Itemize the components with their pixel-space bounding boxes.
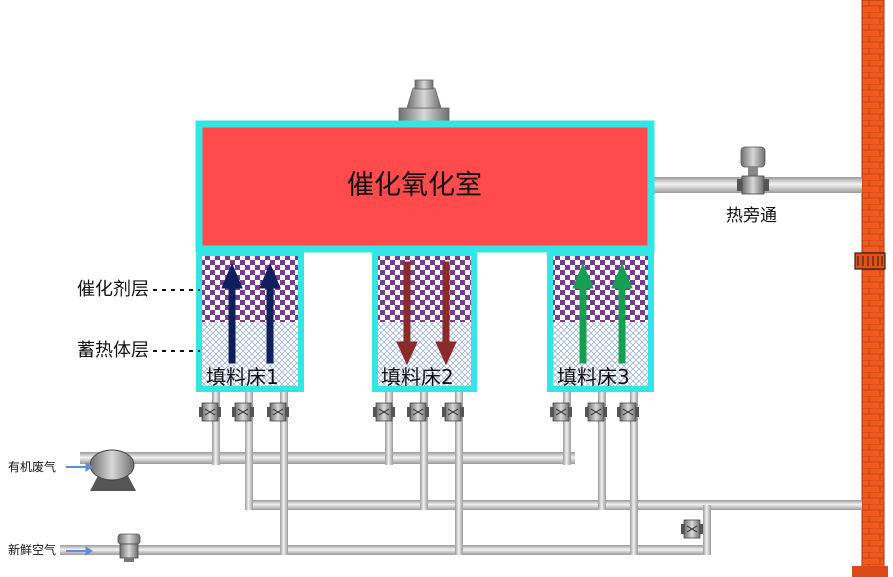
fresh-air-label: 新鲜空气 (8, 543, 57, 557)
bed-3-label: 填料床3 (557, 365, 630, 389)
fan-blower (89, 449, 136, 491)
hot-bypass-valve (737, 146, 769, 195)
bed-3-up-arrow (572, 262, 633, 364)
bed-2-down-arrow (396, 261, 457, 366)
flow-arrows (221, 261, 633, 366)
heat-storage-layer-label: 蓄热体层 (77, 340, 149, 361)
pipe-network (60, 177, 862, 555)
bed-1-up-arrow (221, 262, 281, 364)
fresh-air-valve (117, 533, 141, 562)
hot-bypass-label: 热旁通 (726, 206, 777, 226)
packed-bed-2 (372, 250, 477, 392)
packed-bed-1 (196, 250, 304, 392)
inlet-arrows (66, 462, 93, 556)
layer-leader-lines (153, 289, 200, 352)
valves (198, 402, 704, 539)
catalyst-layer-label: 催化剂层 (77, 279, 149, 300)
organic-waste-gas-label: 有机废气 (8, 460, 57, 474)
chamber-title: 催化氧化室 (347, 170, 482, 201)
bed-2-label: 填料床2 (381, 365, 454, 389)
bed-1-label: 填料床1 (206, 365, 279, 389)
catalytic-oxidation-chamber (195, 79, 655, 253)
chimney (852, 0, 888, 577)
packed-bed-3 (547, 250, 654, 392)
